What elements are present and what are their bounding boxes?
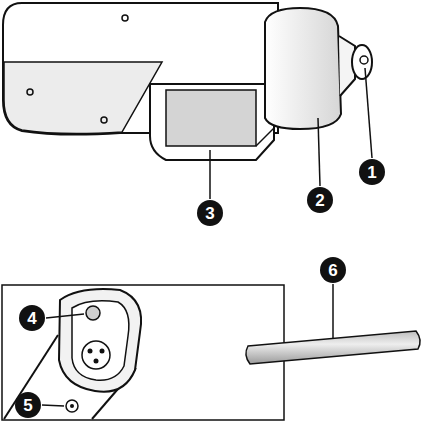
leader-lines bbox=[210, 68, 372, 199]
detail-inset bbox=[2, 285, 284, 420]
callout-number: 1 bbox=[359, 159, 385, 185]
filter-cap bbox=[265, 8, 355, 129]
inlet-nozzle bbox=[352, 45, 372, 79]
callout-number: 2 bbox=[307, 187, 333, 213]
rod bbox=[246, 284, 420, 364]
callout-number: 4 bbox=[19, 305, 45, 331]
callout-number: 6 bbox=[320, 257, 346, 283]
callout-number: 3 bbox=[197, 200, 223, 226]
callout-number: 5 bbox=[15, 392, 41, 418]
mounting-bracket bbox=[150, 84, 274, 160]
